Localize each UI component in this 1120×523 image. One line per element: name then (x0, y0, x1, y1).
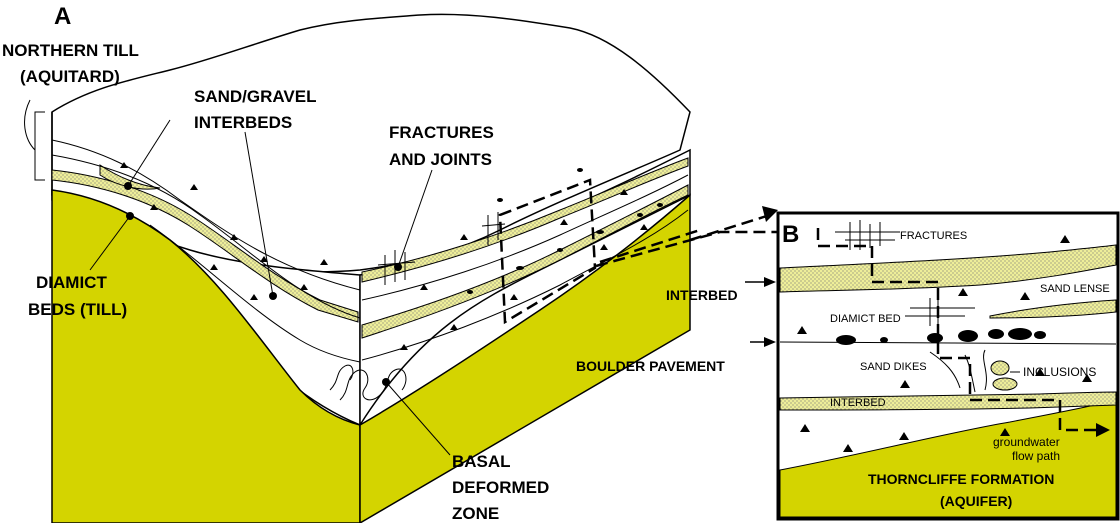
block-diagram-a (24, 13, 691, 523)
aquifer-left-face (51, 189, 361, 523)
leader-lines (89, 119, 451, 456)
fractures-b-label: FRACTURES (900, 230, 967, 242)
interbed-callout: INTERBED (666, 287, 738, 303)
sand-lense (989, 299, 1117, 319)
boulders (836, 328, 1046, 345)
groundwater-flow-path (816, 228, 1100, 432)
flow-arrow-a-to-b (595, 230, 820, 268)
clast-markers (120, 162, 648, 350)
inclusions (990, 360, 1018, 391)
aquifer-front-face (359, 193, 691, 523)
boulder-markers (467, 168, 663, 294)
lower-interbed-band (779, 391, 1117, 411)
inclusions-label: INCLUSIONS (1023, 365, 1096, 379)
groundwater-label-2: flow path (1012, 449, 1060, 463)
sand-dikes-label: SAND DIKES (860, 361, 927, 373)
sand-band-front-2 (361, 184, 689, 339)
sand-lense-label: SAND LENSE (1040, 283, 1110, 295)
thorncliffe-label-2: (AQUIFER) (940, 493, 1012, 509)
detail-box (498, 178, 597, 325)
northern-till-label-1: NORTHERN TILL (2, 41, 139, 60)
diamict-bed-label: DIAMICT BED (830, 313, 901, 325)
fractures-label-1: FRACTURES (389, 123, 494, 142)
boulder-pavement-callout: BOULDER PAVEMENT (576, 358, 725, 374)
interbed-inner-label: INTERBED (830, 397, 886, 409)
fractures-label-2: AND JOINTS (389, 150, 492, 169)
diamict-label-2: BEDS (TILL) (28, 300, 127, 319)
northern-till-label-2: (AQUITARD) (20, 67, 120, 86)
basal-label-2: DEFORMED (452, 478, 549, 497)
sand-band-left-1 (51, 169, 359, 323)
panel-b-letter: B (782, 221, 799, 248)
panel-b-clasts (797, 235, 1092, 452)
detail-panel-b (776, 211, 1120, 521)
diamict-label-1: DIAMICT (36, 273, 107, 292)
sand-gravel-label-2: INTERBEDS (194, 113, 292, 132)
upper-interbed-band (779, 244, 1117, 293)
basal-label-3: ZONE (452, 504, 499, 523)
thorncliffe-label-1: THORNCLIFFE FORMATION (868, 471, 1054, 487)
panel-a-letter: A (54, 3, 71, 30)
basal-label-1: BASAL (452, 452, 511, 471)
sand-gravel-label-1: SAND/GRAVEL (194, 87, 316, 106)
groundwater-label-1: groundwater (993, 435, 1060, 449)
